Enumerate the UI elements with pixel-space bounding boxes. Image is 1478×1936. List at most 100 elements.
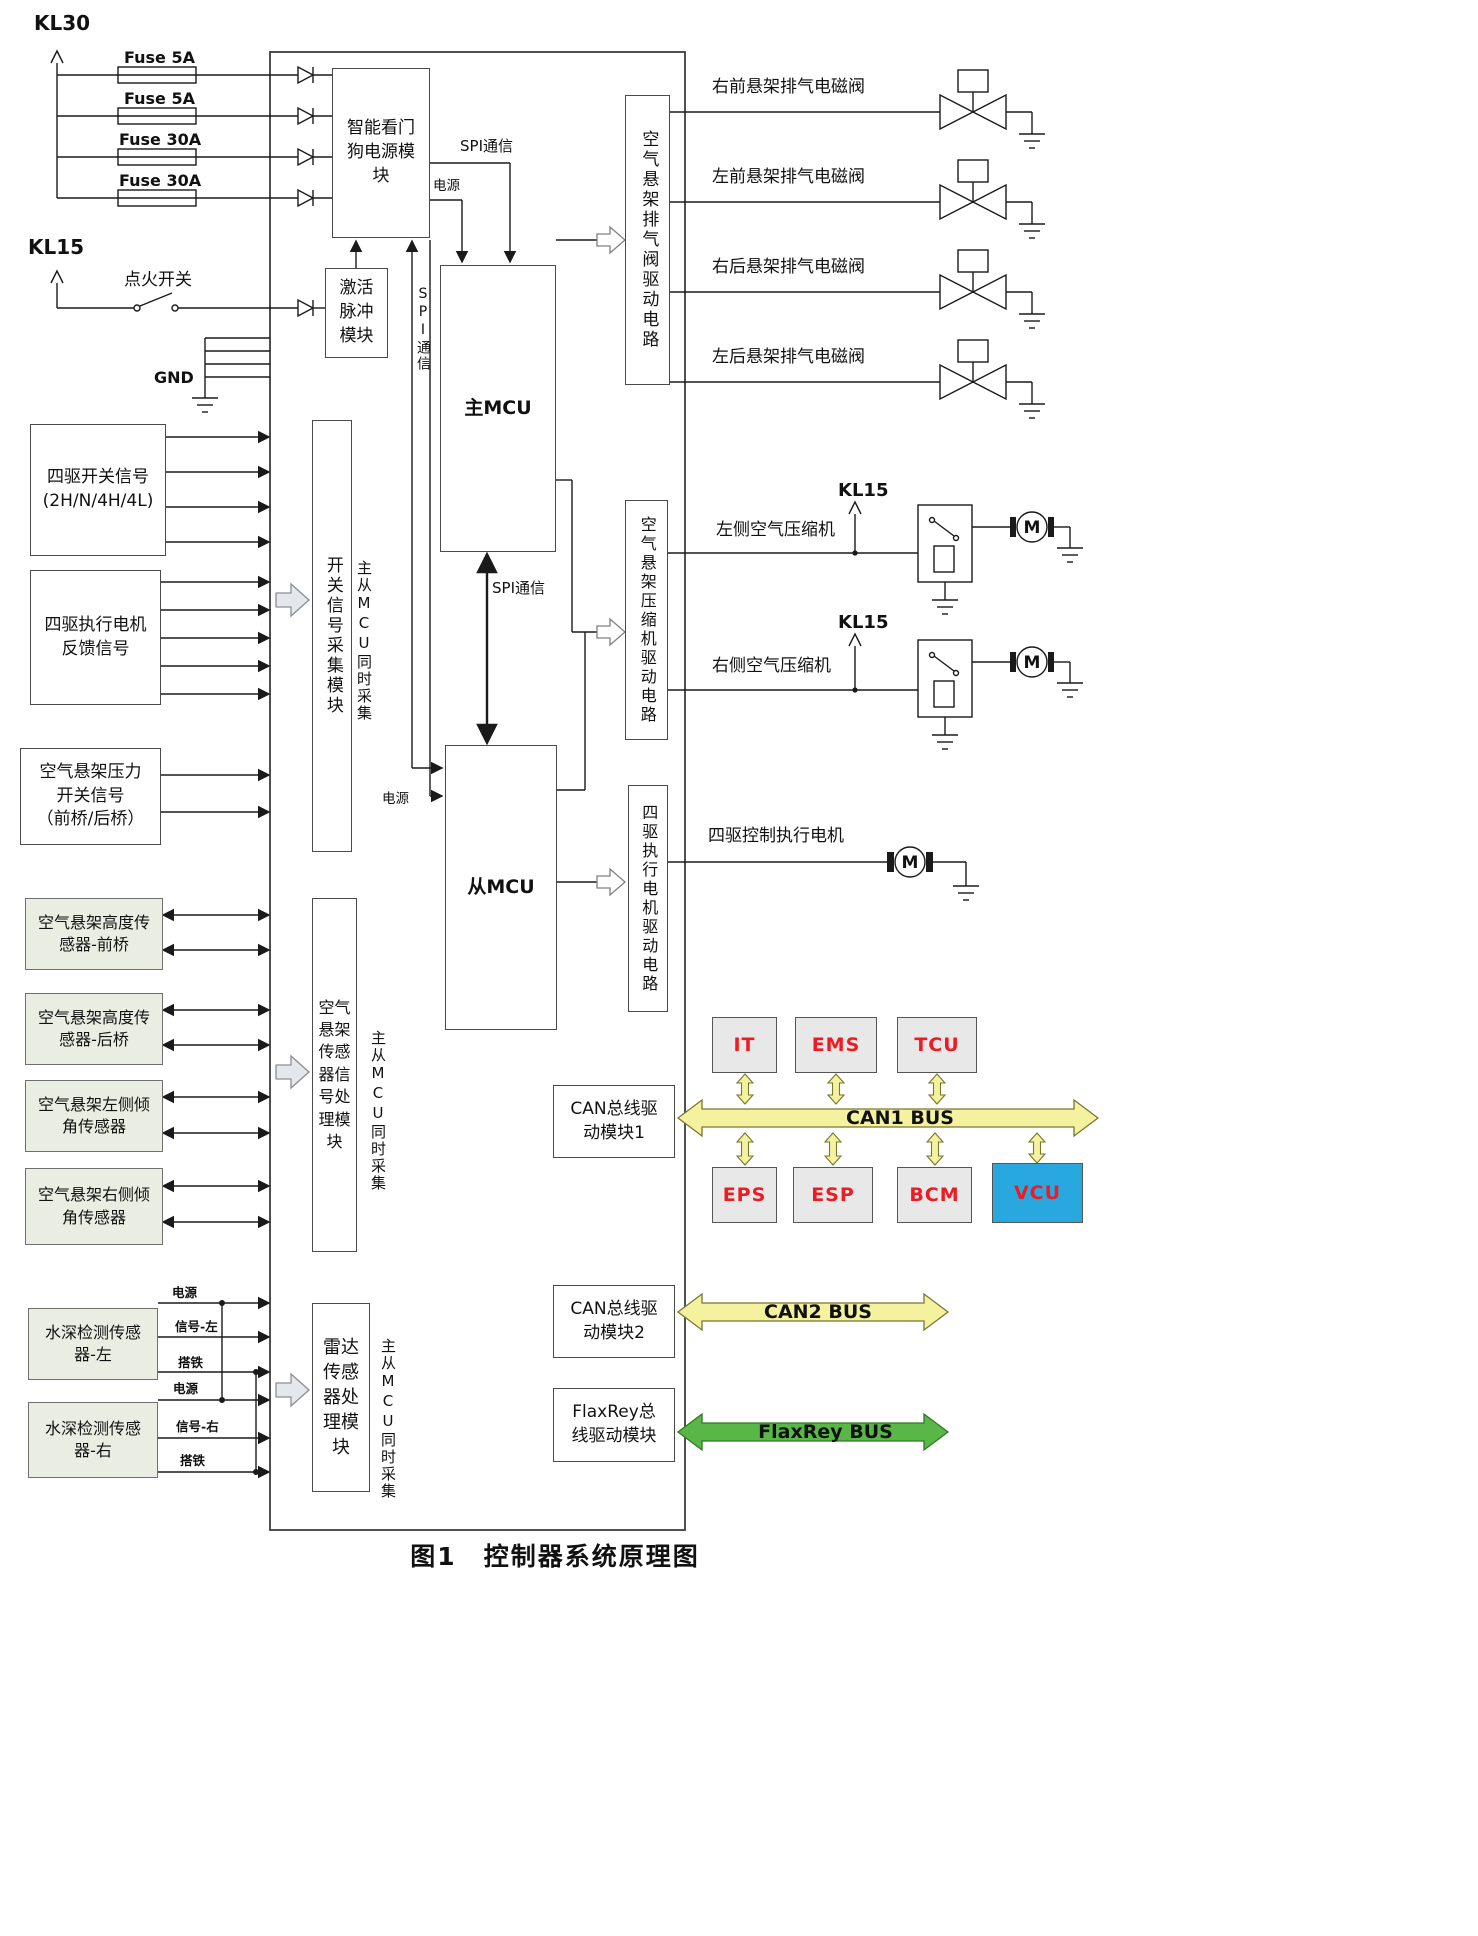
main-mcu-box: 主MCU bbox=[440, 265, 556, 552]
can-node-esp: ESP bbox=[793, 1167, 873, 1223]
valve-label-rear-left: 左后悬架排气电磁阀 bbox=[712, 347, 865, 367]
figure-title: 图1 控制器系统原理图 bbox=[410, 1542, 700, 1571]
suspension-pressure-switch-box: 空气悬架压力开关信号（前桥/后桥） bbox=[20, 748, 161, 845]
power-wire-label: 电源 bbox=[433, 178, 460, 194]
activation-pulse-module: 激活脉冲模块 bbox=[325, 268, 388, 358]
motor-letters: M M M bbox=[902, 518, 1041, 873]
can-node-tcu: TCU bbox=[897, 1017, 977, 1073]
valve-symbol bbox=[670, 159, 1045, 239]
flaxrey-bus-arrow bbox=[676, 1412, 950, 1452]
gnd-label: GND bbox=[154, 368, 194, 387]
kl15-label: KL15 bbox=[838, 480, 889, 501]
motor-m-label: M bbox=[902, 853, 919, 873]
driver-feeds bbox=[556, 239, 597, 883]
fuse-symbol bbox=[117, 66, 197, 84]
relay-box bbox=[917, 504, 973, 583]
compressor-right-circuit bbox=[668, 632, 1083, 750]
fuse-label: Fuse 5A bbox=[124, 48, 195, 67]
block-arrows-right bbox=[596, 225, 626, 897]
kl15-label: KL15 bbox=[28, 235, 85, 259]
spi-comm-vertical-label: SPI通信 bbox=[415, 286, 431, 372]
motor-symbol bbox=[1016, 511, 1048, 543]
can-node-eps: EPS bbox=[712, 1167, 777, 1223]
block-arrows-left bbox=[275, 582, 310, 1408]
awd-motor-feedback-box: 四驱执行电机反馈信号 bbox=[30, 570, 161, 705]
collect-note: 主从MCU同时采集 bbox=[355, 560, 373, 722]
can-node-ems: EMS bbox=[795, 1017, 877, 1073]
core-interconnect bbox=[349, 162, 517, 803]
valve-symbol bbox=[670, 339, 1045, 419]
ground-feed bbox=[192, 337, 270, 413]
motor-m-label: M bbox=[1024, 518, 1041, 538]
compressor-left-label: 左侧空气压缩机 bbox=[716, 520, 835, 540]
bus-node-connectors bbox=[735, 1073, 1047, 1166]
can-node-vcu: VCU bbox=[992, 1163, 1083, 1223]
power-wire-label: 电源 bbox=[382, 791, 409, 807]
can-node-it: IT bbox=[712, 1017, 777, 1073]
water-depth-sensor-right-box: 水深检测传感器-右 bbox=[28, 1402, 158, 1478]
can-node-bcm: BCM bbox=[897, 1167, 972, 1223]
height-sensor-front-box: 空气悬架高度传感器-前桥 bbox=[25, 898, 163, 970]
input-arrows bbox=[158, 430, 271, 1479]
wire-label-signal: 信号-左 bbox=[175, 1319, 218, 1334]
valve-label-front-left: 左前悬架排气电磁阀 bbox=[712, 167, 865, 187]
ignition-switch-symbol bbox=[139, 292, 173, 307]
flaxrey-driver-module-box: FlaxRey总线驱动模块 bbox=[553, 1388, 675, 1462]
wire-label-ground: 搭铁 bbox=[178, 1355, 204, 1370]
can2-bus-arrow bbox=[676, 1292, 950, 1332]
wire-label-signal: 信号-右 bbox=[176, 1419, 219, 1434]
wire-label-power: 电源 bbox=[173, 1381, 199, 1396]
can2-bus-label: CAN2 BUS bbox=[764, 1301, 872, 1323]
suspension-sensor-process-module: 空气悬架传感器信号处理模块 bbox=[312, 898, 357, 1252]
motor-symbol bbox=[894, 846, 926, 878]
relay-box bbox=[917, 639, 973, 718]
spi-comm-label: SPI通信 bbox=[492, 579, 545, 597]
exhaust-valve-driver-box: 空气悬架排气阀驱动电路 bbox=[625, 95, 670, 385]
ground-symbol bbox=[192, 397, 218, 413]
fuse-label: Fuse 5A bbox=[124, 89, 195, 108]
collect-note: 主从MCU同时采集 bbox=[369, 1030, 387, 1192]
motor-m-label: M bbox=[1024, 653, 1041, 673]
tilt-sensor-left-box: 空气悬架左侧倾角传感器 bbox=[25, 1080, 163, 1152]
tilt-sensor-right-box: 空气悬架右侧倾角传感器 bbox=[25, 1168, 163, 1245]
valve-symbol bbox=[670, 249, 1045, 329]
valve-symbol bbox=[670, 69, 1045, 149]
compressor-left-circuit bbox=[668, 500, 1083, 615]
valve-label-rear-right: 右后悬架排气电磁阀 bbox=[712, 257, 865, 277]
drive-motor-label: 四驱控制执行电机 bbox=[708, 826, 844, 846]
valve-label-front-right: 右前悬架排气电磁阀 bbox=[712, 77, 865, 97]
fuse-symbol bbox=[117, 189, 197, 207]
compressor-right-label: 右侧空气压缩机 bbox=[712, 656, 831, 676]
can-driver-module1-box: CAN总线驱动模块1 bbox=[553, 1085, 675, 1158]
bus-arrows bbox=[676, 1073, 1100, 1452]
can1-bus-arrow bbox=[676, 1098, 1100, 1138]
ignition-switch-label: 点火开关 bbox=[124, 270, 192, 290]
can1-bus-label: CAN1 BUS bbox=[846, 1107, 954, 1129]
ecu-boundary-box bbox=[269, 51, 686, 1531]
kl15-feed bbox=[50, 269, 325, 318]
height-sensor-rear-box: 空气悬架高度传感器-后桥 bbox=[25, 993, 163, 1065]
flaxrey-bus-label: FlaxRey BUS bbox=[758, 1421, 893, 1443]
motor-symbol bbox=[1016, 646, 1048, 678]
switch-signal-collect-module: 开关信号采集模块 bbox=[312, 420, 352, 852]
switch-contact bbox=[133, 304, 141, 312]
fuse-symbol bbox=[117, 107, 197, 125]
diode-symbols bbox=[297, 65, 315, 208]
radar-sensor-process-module: 雷达传感器处理模块 bbox=[312, 1303, 370, 1492]
fuse-label: Fuse 30A bbox=[119, 130, 202, 149]
compressor-driver-box: 空气悬架压缩机驱动电路 bbox=[625, 500, 668, 740]
watchdog-power-module: 智能看门狗电源模块 bbox=[332, 68, 430, 238]
wire-label-ground: 搭铁 bbox=[180, 1453, 206, 1468]
drive-motor-circuit bbox=[668, 846, 979, 901]
fuse-symbol bbox=[117, 148, 197, 166]
collect-note: 主从MCU同时采集 bbox=[379, 1338, 397, 1500]
kl30-feed bbox=[50, 49, 332, 208]
awd-motor-driver-box: 四驱执行电机驱动电路 bbox=[628, 785, 668, 1012]
fuse-label: Fuse 30A bbox=[119, 171, 202, 190]
can-driver-module2-box: CAN总线驱动模块2 bbox=[553, 1285, 675, 1358]
spi-comm-label: SPI通信 bbox=[460, 137, 513, 155]
kl15-label: KL15 bbox=[838, 612, 889, 633]
slave-mcu-box: 从MCU bbox=[445, 745, 557, 1030]
